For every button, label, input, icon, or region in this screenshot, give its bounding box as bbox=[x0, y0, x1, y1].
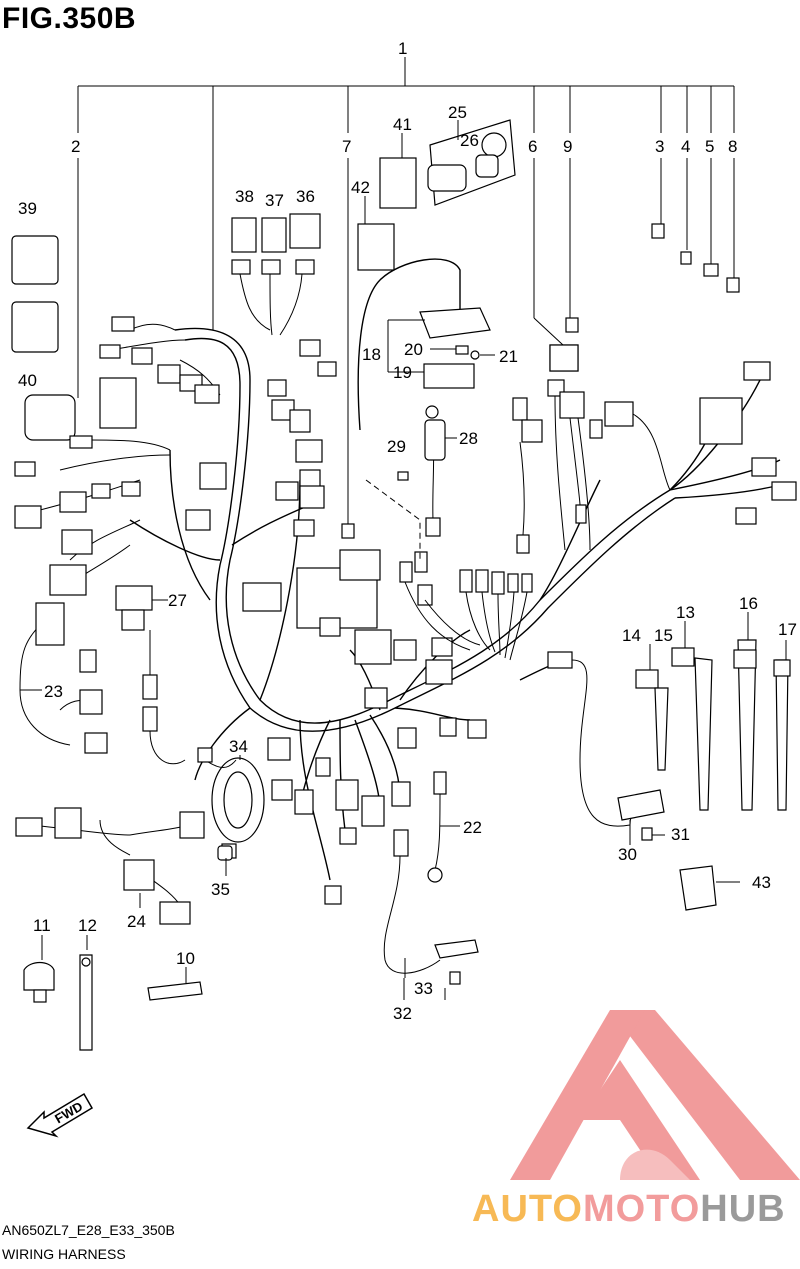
callout-21: 21 bbox=[499, 347, 518, 366]
callout-1: 1 bbox=[398, 39, 407, 58]
figure-title: FIG.350B bbox=[2, 2, 137, 35]
watermark-text: AUTOMOTOHUB bbox=[472, 1188, 786, 1231]
watermark-text-hub: HUB bbox=[700, 1188, 786, 1230]
callout-18: 18 bbox=[362, 345, 381, 364]
sub-harness-24 bbox=[15, 807, 205, 925]
relays bbox=[11, 213, 740, 539]
callout-25: 25 bbox=[448, 103, 467, 122]
diagram-caption: WIRING HARNESS bbox=[2, 1246, 126, 1262]
callout-4: 4 bbox=[681, 137, 690, 156]
callout-11: 11 bbox=[33, 916, 51, 935]
watermark-text-auto: AUTO bbox=[472, 1188, 583, 1230]
callout-37: 37 bbox=[265, 191, 284, 210]
callout-22: 22 bbox=[463, 818, 482, 837]
callout-24: 24 bbox=[127, 912, 146, 931]
callout-41: 41 bbox=[393, 115, 412, 134]
callout-16: 16 bbox=[739, 594, 758, 613]
callout-14: 14 bbox=[622, 626, 641, 645]
lower-connectors bbox=[217, 717, 487, 1000]
horn-34 bbox=[197, 747, 265, 859]
callout-15: 15 bbox=[654, 626, 673, 645]
callout-13: 13 bbox=[676, 603, 695, 622]
callout-36: 36 bbox=[296, 187, 315, 206]
left-connectors bbox=[14, 316, 227, 765]
leader-tree-1 bbox=[77, 57, 735, 525]
center-connectors bbox=[242, 339, 533, 709]
callout-12: 12 bbox=[78, 916, 97, 935]
callout-9: 9 bbox=[563, 137, 572, 156]
callout-17: 17 bbox=[778, 620, 797, 639]
callout-32: 32 bbox=[393, 1004, 412, 1023]
callout-39: 39 bbox=[18, 199, 37, 218]
callout-35: 35 bbox=[211, 880, 230, 899]
callout-5: 5 bbox=[705, 137, 714, 156]
callout-27: 27 bbox=[168, 591, 187, 610]
callout-3: 3 bbox=[655, 137, 664, 156]
callout-34: 34 bbox=[229, 737, 248, 756]
parts-10-11-12 bbox=[23, 935, 203, 1051]
callout-20: 20 bbox=[404, 340, 423, 359]
callout-23: 23 bbox=[44, 682, 63, 701]
parts-13-17 bbox=[617, 612, 791, 911]
callout-6: 6 bbox=[528, 137, 537, 156]
callout-42: 42 bbox=[351, 178, 370, 197]
misc-leaders bbox=[20, 120, 460, 876]
callout-26: 26 bbox=[460, 131, 479, 150]
callout-19: 19 bbox=[393, 363, 412, 382]
callout-38: 38 bbox=[235, 187, 254, 206]
top-parts bbox=[357, 119, 516, 560]
fwd-arrow-icon: FWD bbox=[26, 1092, 94, 1138]
watermark-text-moto: MOTO bbox=[582, 1188, 701, 1230]
callout-31: 31 bbox=[671, 825, 690, 844]
callout-29: 29 bbox=[387, 437, 406, 456]
callout-40: 40 bbox=[18, 371, 37, 390]
callout-labels: 1 2 3 4 5 6 7 8 9 10 11 12 13 14 15 16 1… bbox=[18, 39, 797, 1023]
callout-10: 10 bbox=[176, 949, 195, 968]
callout-8: 8 bbox=[728, 137, 737, 156]
callout-33: 33 bbox=[414, 979, 433, 998]
callout-28: 28 bbox=[459, 429, 478, 448]
callout-43: 43 bbox=[752, 873, 771, 892]
callout-2: 2 bbox=[71, 137, 80, 156]
model-code: AN650ZL7_E28_E33_350B bbox=[2, 1222, 175, 1238]
callout-30: 30 bbox=[618, 845, 637, 864]
callout-7: 7 bbox=[342, 137, 351, 156]
watermark-logo bbox=[510, 1010, 800, 1180]
